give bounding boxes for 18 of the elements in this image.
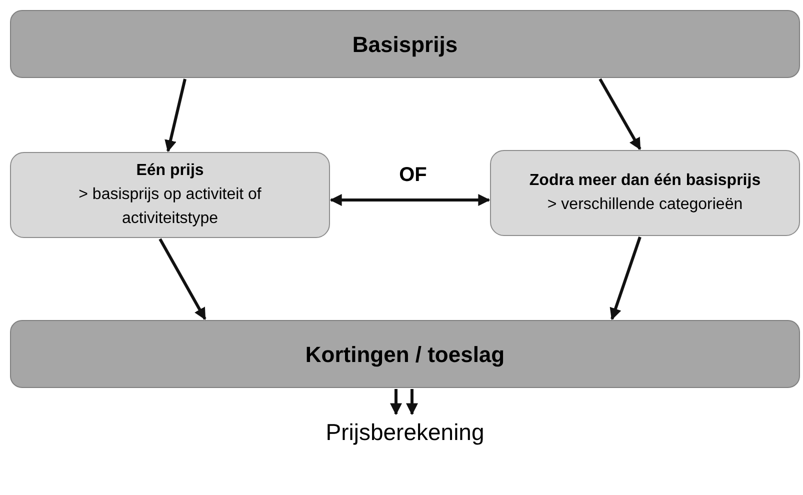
- box-title: Zodra meer dan één basisprijs: [529, 171, 761, 191]
- result-text: Prijsberekening: [326, 418, 484, 447]
- arrow: [164, 78, 186, 152]
- box-title: Basisprijs: [352, 30, 458, 59]
- box-title: Kortingen / toeslag: [305, 340, 505, 369]
- box-title: Eén prijs: [136, 161, 204, 181]
- arrow: [330, 194, 490, 206]
- arrow: [390, 389, 402, 416]
- process-bar: [10, 320, 800, 388]
- arrow: [598, 78, 642, 150]
- arrow: [158, 238, 206, 320]
- box-description: > verschillende categorieën: [547, 195, 743, 215]
- arrow: [610, 236, 642, 320]
- process-box: [10, 152, 330, 238]
- process-bar: [10, 10, 800, 78]
- process-box: [490, 150, 800, 236]
- arrow: [406, 389, 418, 416]
- box-description: > basisprijs op activiteit of activiteitstype: [78, 185, 262, 229]
